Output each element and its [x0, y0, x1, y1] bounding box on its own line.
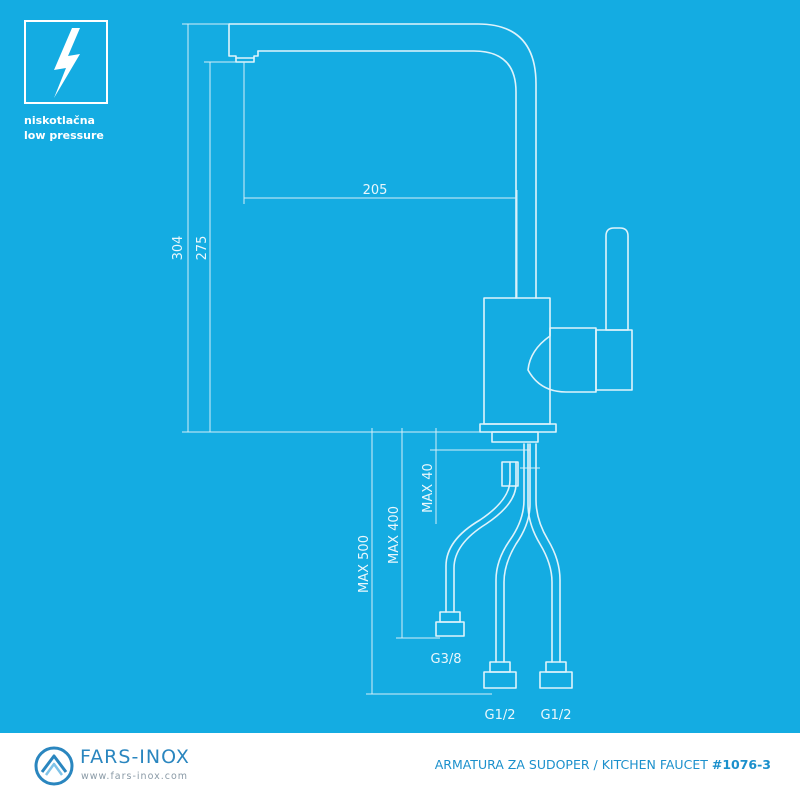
fitting-g12-left-nut [483, 671, 517, 689]
fitting-g12-right-nut [539, 671, 573, 689]
pressure-label-local: niskotlačna [24, 114, 95, 127]
fitting-g12-right [545, 661, 567, 673]
spout-inner [257, 50, 517, 299]
lightning-bolt-icon [24, 20, 108, 104]
hose-g12-right [527, 443, 553, 663]
faucet-body [483, 297, 551, 425]
dimension-reach [243, 62, 518, 298]
aerator [228, 23, 259, 63]
fitting-g12-left [489, 661, 511, 673]
thread-g38-label: G3/8 [431, 652, 462, 667]
brand-name: FARS-INOX [80, 746, 190, 768]
thread-g12-right-label: G1/2 [541, 708, 572, 723]
dimension-275-label: 275 [195, 236, 210, 261]
dimension-max40-label: MAX 40 [421, 463, 436, 513]
pressure-label-english: low pressure [24, 129, 104, 142]
thread-g12-left-label: G1/2 [485, 708, 516, 723]
hose-crimp [501, 461, 519, 487]
product-name: ARMATURA ZA SUDOPER / KITCHEN FAUCET [434, 757, 708, 772]
fitting-g38-nut [435, 621, 465, 637]
lever-handle [605, 227, 629, 331]
base-washer [491, 431, 539, 443]
spout-outer [228, 23, 537, 299]
hose-g12-left [495, 443, 525, 663]
pressure-label: niskotlačna low pressure [24, 113, 104, 143]
base-plate [479, 423, 557, 433]
product-code: #1076-3 [711, 757, 771, 772]
brand-url[interactable]: www.fars-inox.com [81, 771, 189, 782]
dimension-304-label: 304 [171, 236, 186, 261]
faucet-technical-drawing: 304 275 205 MAX 500 MAX 400 [171, 23, 633, 723]
cartridge-housing [527, 327, 597, 393]
product-title: ARMATURA ZA SUDOPER / KITCHEN FAUCET #10… [435, 757, 771, 772]
brand-logo-icon [34, 746, 74, 786]
hose-g38-inner [453, 461, 517, 613]
lever-collar [595, 329, 633, 391]
dimension-max-400 [396, 428, 440, 639]
dimension-max-500 [366, 428, 492, 695]
hose-g38-line [445, 461, 511, 613]
hose-g12-left-inner [503, 443, 531, 663]
dimension-total-height [182, 23, 480, 433]
dimension-205-label: 205 [363, 183, 388, 198]
footer-bar [0, 733, 800, 800]
fitting-g38 [439, 611, 461, 623]
dimension-max400-label: MAX 400 [387, 506, 402, 564]
dimension-max500-label: MAX 500 [357, 535, 372, 593]
dimension-spout-height [204, 61, 236, 432]
hose-g12-right-inner [535, 443, 561, 663]
dimension-max-40 [430, 428, 540, 524]
